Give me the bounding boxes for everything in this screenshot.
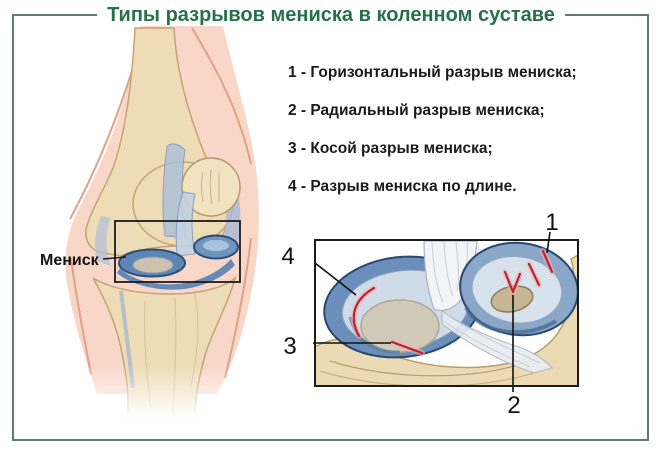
bottom-fade: [25, 366, 270, 418]
knee-highlight-box: [114, 220, 241, 283]
ligament-fibers: [431, 241, 468, 303]
legend-item-4: 4 - Разрыв мениска по длине.: [288, 178, 517, 195]
tear-3-oblique: [390, 340, 424, 355]
marker-3: 3: [283, 333, 296, 360]
marker-1: 1: [545, 209, 558, 236]
patella: [181, 157, 241, 217]
meniscus-label: Мениск: [40, 252, 100, 269]
shin-contour-right: [224, 237, 252, 379]
capsule-left: [94, 216, 111, 266]
tear-1-secondary: [527, 262, 541, 287]
legend-item-2: 2 - Радиальный разрыв мениска;: [288, 102, 545, 119]
tear-diagram: 1 4 3 2: [281, 209, 579, 419]
knee-figure: Мениск: [25, 26, 270, 418]
meniscus-pointer-line: [102, 256, 127, 260]
tear-4-longitudinal: [352, 286, 376, 338]
pointer-line-1: [546, 231, 551, 254]
ligament-fan-fibers: [443, 314, 541, 368]
marker-4: 4: [281, 243, 294, 270]
patella-texture: [201, 169, 220, 205]
ligament-fan: [441, 310, 553, 374]
cruciate-ligament: [175, 191, 196, 257]
right-meniscus-rim-shadow: [464, 306, 558, 335]
marker-2: 2: [507, 392, 520, 419]
femoral-cartilage: [360, 299, 440, 353]
legend-item-3: 3 - Косой разрыв мениска;: [288, 140, 493, 157]
medial-meniscus-center: [132, 256, 174, 274]
lateral-meniscus-center: [203, 240, 229, 251]
thigh-contour-back: [191, 27, 252, 165]
tear-1-horizontal: [541, 249, 554, 274]
page-title: Типы разрывов мениска в коленном суставе: [97, 3, 565, 27]
legend: 1 - Горизонтальный разрыв мениска; 2 - Р…: [288, 64, 628, 216]
bone-ridge-2: [319, 366, 551, 385]
shin-contour-left: [70, 257, 92, 375]
tear-2-radial: [503, 270, 522, 294]
pointer-line-4: [314, 262, 357, 296]
bone-ridge-1: [329, 358, 535, 377]
legend-item-1: 1 - Горизонтальный разрыв мениска;: [288, 64, 577, 81]
